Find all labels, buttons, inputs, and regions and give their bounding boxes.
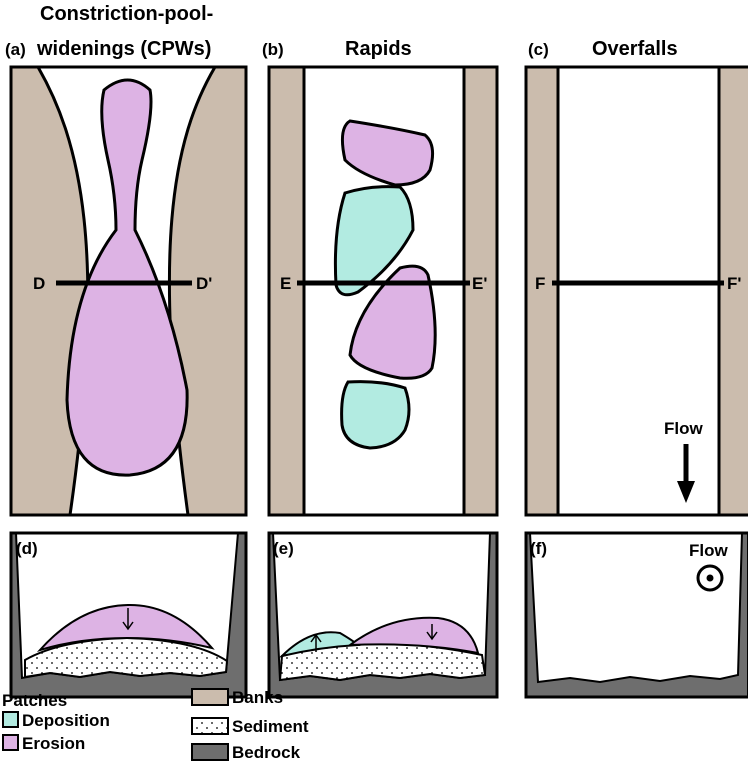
panel-b-letter: (b) [262,41,284,58]
panel-b-title: Rapids [345,39,412,59]
panel-b-planview [269,67,497,515]
panel-c-planview [526,67,748,515]
legend-sediment-swatch [192,718,228,734]
section-label-d: D [33,275,45,292]
section-label-d-prime: D' [196,275,212,292]
section-label-e-prime: E' [472,275,487,292]
legend-patches-title: Patches [2,692,67,709]
section-label-f: F [535,275,545,292]
panel-f-letter: (f) [530,540,547,557]
panel-d-letter: (d) [16,540,38,557]
panel-c-letter: (c) [528,41,549,58]
legend-banks-swatch [192,689,228,705]
flow-label-c: Flow [664,420,703,437]
section-label-f-prime: F' [727,275,741,292]
flow-out-of-page-dot [707,575,714,582]
legend-sediment-label: Sediment [232,718,309,735]
section-label-e: E [280,275,291,292]
panel-c-title: Overfalls [592,39,678,59]
panel-d-section [11,533,246,697]
panel-a-letter: (a) [5,41,26,58]
panel-a-title-line1: Constriction-pool- [40,4,213,24]
legend-erosion-swatch [3,735,18,750]
legend-bedrock-label: Bedrock [232,744,300,761]
legend-deposition-swatch [3,712,18,727]
legend-erosion-label: Erosion [22,735,85,752]
legend-banks-label: Banks [232,689,283,706]
legend-bedrock-swatch [192,744,228,760]
panel-e-section [269,533,497,697]
legend-deposition-label: Deposition [22,712,110,729]
flow-label-f: Flow [689,542,728,559]
panel-a-title-line2: widenings (CPWs) [37,39,211,59]
panel-e-letter: (e) [273,540,294,557]
deposition-patch-b4 [342,382,409,448]
